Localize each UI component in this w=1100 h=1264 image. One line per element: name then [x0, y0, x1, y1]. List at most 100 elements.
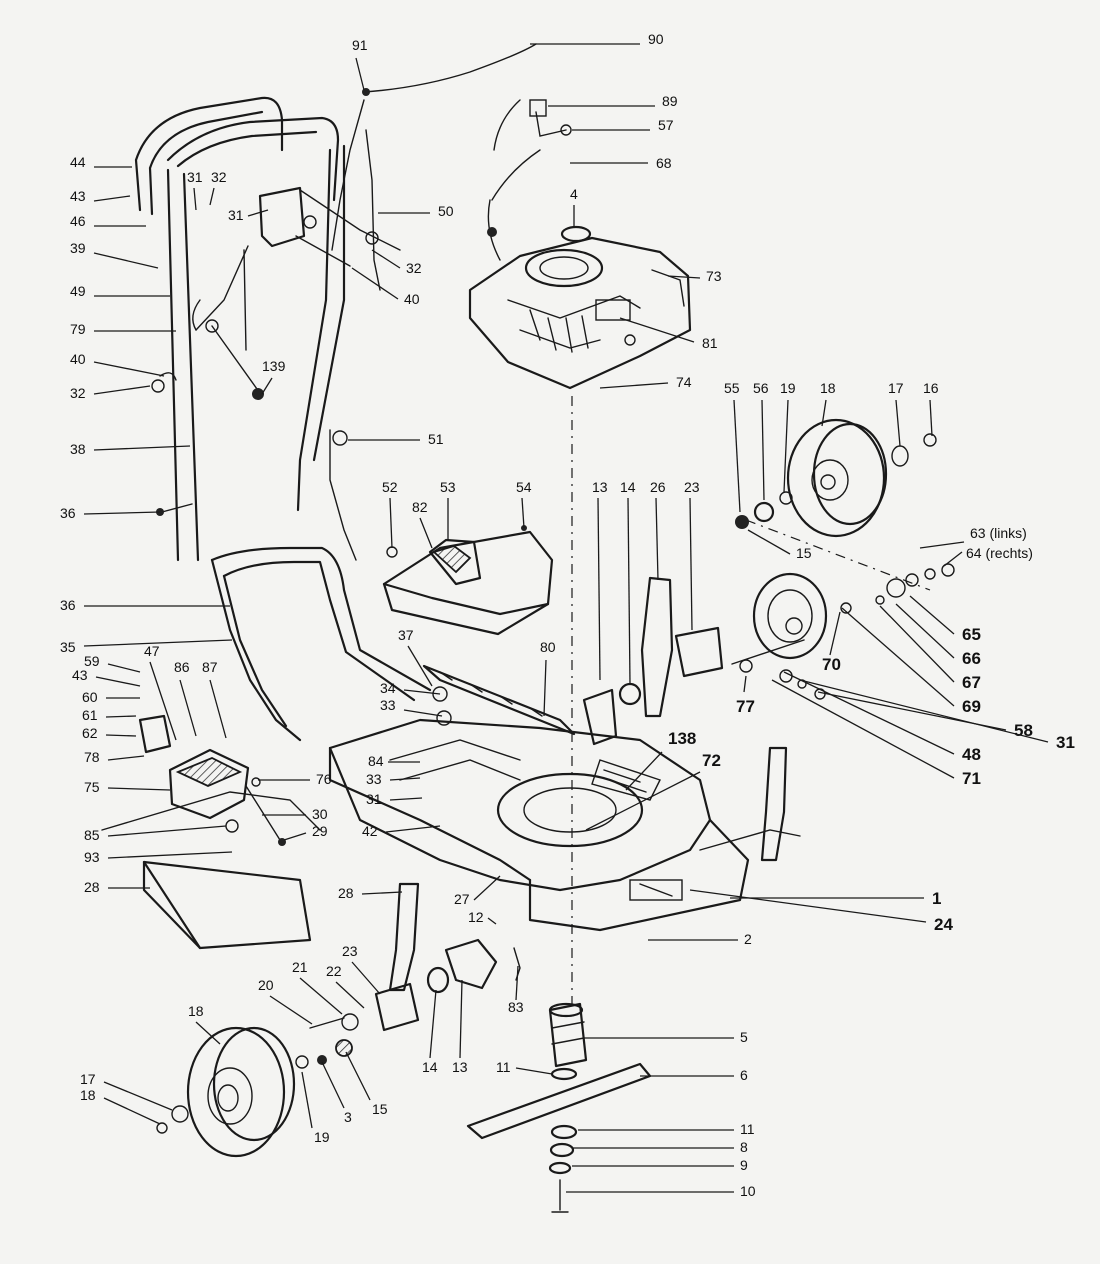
- leader-line-c93: [107, 851, 233, 859]
- part-callout-c14b: 14: [422, 1059, 438, 1075]
- leader-line-c43b: [95, 676, 141, 687]
- blade-assembly: [466, 1002, 652, 1213]
- leader-line-c139: [261, 377, 273, 395]
- part-callout-c38: 38: [70, 441, 86, 457]
- part-callout-c32a: 32: [211, 169, 227, 185]
- leader-line-c66: [895, 603, 955, 659]
- part-callout-c27: 27: [454, 891, 470, 907]
- part-callout-c17b: 17: [80, 1071, 96, 1087]
- leader-line-c75: [107, 787, 171, 791]
- leader-line-c70: [829, 611, 841, 656]
- leader-line-c18c: [103, 1097, 161, 1125]
- leader-line-c81: [619, 317, 695, 343]
- leader-line-c13b: [459, 979, 463, 1059]
- part-callout-c11a: 11: [496, 1059, 511, 1075]
- leader-line-c63: [919, 541, 965, 549]
- part-callout-c18c: 18: [80, 1087, 96, 1103]
- part-callout-c29: 29: [312, 823, 328, 839]
- part-callout-c64: 64 (rechts): [966, 545, 1033, 561]
- leader-line-c19a: [783, 399, 789, 493]
- leader-line-c31b: [247, 209, 269, 217]
- part-callout-c40b: 40: [70, 351, 86, 367]
- part-callout-c75: 75: [84, 779, 100, 795]
- leader-line-c42: [385, 825, 441, 833]
- leader-line-c32a: [209, 187, 215, 206]
- part-callout-c76: 76: [316, 771, 332, 787]
- leader-line-c35: [83, 639, 233, 647]
- front-bracket: [374, 882, 521, 1032]
- part-callout-c65: 65: [962, 625, 981, 644]
- leader-line-c77: [743, 675, 747, 693]
- leader-line-c24: [689, 889, 927, 923]
- leader-line-c15a: [747, 529, 791, 555]
- leader-line-c47: [149, 661, 177, 741]
- leader-line-c56: [761, 399, 765, 501]
- part-callout-c80: 80: [540, 639, 556, 655]
- leader-line-c85: [107, 825, 227, 837]
- part-callout-c139: 139: [262, 358, 286, 374]
- part-callout-c44: 44: [70, 154, 86, 170]
- mower-deck: [328, 718, 801, 932]
- part-callout-c90: 90: [648, 31, 664, 47]
- part-callout-c79: 79: [70, 321, 86, 337]
- part-callout-c55: 55: [724, 380, 740, 396]
- leader-line-c28b: [361, 891, 403, 895]
- part-callout-c36a: 36: [60, 505, 76, 521]
- part-callout-c49: 49: [70, 283, 86, 299]
- part-callout-c15b: 15: [372, 1101, 388, 1117]
- leader-line-c22: [335, 981, 365, 1009]
- part-callout-c3: 3: [344, 1109, 352, 1125]
- part-callout-c89: 89: [662, 93, 678, 109]
- part-callout-c63: 63 (links): [970, 525, 1027, 541]
- part-callout-c28a: 28: [84, 879, 100, 895]
- leader-line-c15b: [345, 1051, 371, 1101]
- part-callout-c87: 87: [202, 659, 218, 675]
- leader-line-c61: [105, 715, 137, 718]
- leader-line-c74: [599, 382, 669, 389]
- leader-line-c31c: [799, 679, 1049, 743]
- leader-line-c138: [625, 751, 663, 791]
- part-callout-c16: 16: [923, 380, 939, 396]
- leader-line-c38: [93, 445, 191, 451]
- leader-line-c55: [733, 399, 741, 513]
- part-callout-c2: 2: [744, 931, 752, 947]
- part-callout-c28b: 28: [338, 885, 354, 901]
- part-callout-c66: 66: [962, 649, 981, 668]
- leader-line-c36a: [83, 511, 161, 515]
- part-callout-c48: 48: [962, 745, 981, 764]
- leader-line-c13a: [597, 497, 601, 681]
- part-callout-c53: 53: [440, 479, 456, 495]
- part-callout-c77: 77: [736, 697, 755, 716]
- leader-line-c34: [403, 689, 441, 695]
- part-callout-c1: 1: [932, 889, 941, 908]
- part-callout-c14a: 14: [620, 479, 636, 495]
- leader-line-c33b: [389, 777, 421, 781]
- part-callout-c33a: 33: [380, 697, 396, 713]
- part-callout-c19b: 19: [314, 1129, 330, 1145]
- leader-line-c86: [179, 679, 197, 737]
- part-callout-c12: 12: [468, 909, 484, 925]
- part-callout-c23a: 23: [684, 479, 700, 495]
- part-callout-c31c: 31: [1056, 733, 1075, 752]
- leader-line-c73: [667, 275, 701, 279]
- leader-line-c83: [515, 965, 519, 1001]
- leader-line-c19b: [301, 1071, 313, 1129]
- part-callout-c15a: 15: [796, 545, 812, 561]
- height-rail: [422, 664, 576, 736]
- leader-line-c20: [269, 995, 313, 1025]
- leader-line-c48: [783, 671, 955, 755]
- leader-line-c40b: [93, 361, 165, 377]
- part-callout-c11b: 11: [740, 1121, 755, 1137]
- leader-line-c31a: [193, 187, 197, 211]
- part-callout-c85: 85: [84, 827, 100, 843]
- part-callout-c31a: 31: [187, 169, 203, 185]
- leader-line-c3: [321, 1061, 345, 1109]
- part-callout-c69: 69: [962, 697, 981, 716]
- part-callout-c42: 42: [362, 823, 378, 839]
- part-callout-c43b: 43: [72, 667, 88, 683]
- part-callout-c13b: 13: [452, 1059, 468, 1075]
- part-callout-c43a: 43: [70, 188, 86, 204]
- leader-line-c69: [841, 607, 955, 707]
- leader-line-c40a: [351, 267, 399, 300]
- leader-line-c67: [879, 605, 955, 683]
